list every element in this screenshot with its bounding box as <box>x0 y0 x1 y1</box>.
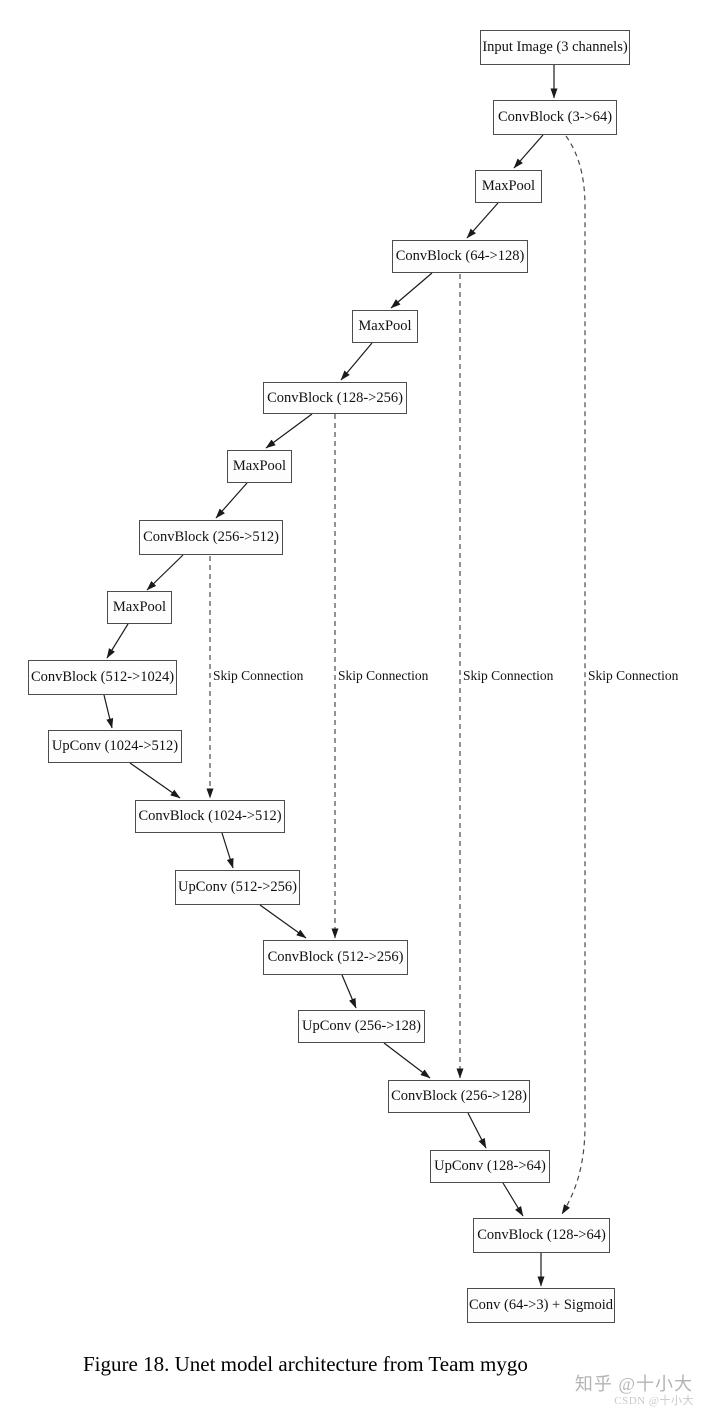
edge-conv5-up1 <box>103 694 114 729</box>
edge-dec2-up3 <box>341 974 357 1009</box>
node-upconv-512-256: UpConv (512->256) <box>175 870 300 905</box>
skip-connection-label-3: Skip Connection <box>463 668 554 683</box>
skip-connection-label-1: Skip Connection <box>213 668 304 683</box>
node-input-image: Input Image (3 channels) <box>480 30 630 65</box>
node-convblock-1024-512: ConvBlock (1024->512) <box>135 800 285 833</box>
node-upconv-1024-512: UpConv (1024->512) <box>48 730 182 763</box>
edge-pool4-conv5 <box>106 623 129 659</box>
skip-edge-conv1-dec4 <box>561 135 586 1215</box>
edge-pool3-conv4 <box>215 482 248 519</box>
edge-up2-dec2 <box>259 904 307 939</box>
edge-conv1-pool1 <box>513 134 544 169</box>
watermark-csdn: CSDN @十小大 <box>614 1395 694 1407</box>
edge-up1-dec1 <box>129 762 181 799</box>
node-convblock-128-256: ConvBlock (128->256) <box>263 382 407 414</box>
edge-conv4-pool4 <box>146 554 184 591</box>
node-convblock-256-512: ConvBlock (256->512) <box>139 520 283 555</box>
node-conv-64-3-sigmoid: Conv (64->3) + Sigmoid <box>467 1288 615 1323</box>
edge-conv2-pool2 <box>390 272 433 309</box>
edge-pool1-conv2 <box>466 202 499 239</box>
node-upconv-128-64: UpConv (128->64) <box>430 1150 550 1183</box>
node-maxpool-4: MaxPool <box>107 591 172 624</box>
node-convblock-64-128: ConvBlock (64->128) <box>392 240 528 273</box>
node-maxpool-3: MaxPool <box>227 450 292 483</box>
edge-conv3-pool3 <box>265 413 313 449</box>
node-maxpool-2: MaxPool <box>352 310 418 343</box>
skip-connection-label-2: Skip Connection <box>338 668 429 683</box>
edge-pool2-conv3 <box>340 342 373 381</box>
edge-up3-dec3 <box>383 1042 431 1079</box>
edge-dec3-up4 <box>467 1112 487 1149</box>
skip-connection-label-4: Skip Connection <box>588 668 679 683</box>
node-convblock-256-128: ConvBlock (256->128) <box>388 1080 530 1113</box>
node-convblock-512-256: ConvBlock (512->256) <box>263 940 408 975</box>
watermark-zhihu: 知乎 @十小大 <box>574 1374 693 1394</box>
node-convblock-3-64: ConvBlock (3->64) <box>493 100 617 135</box>
node-convblock-512-1024: ConvBlock (512->1024) <box>28 660 177 695</box>
edge-dec1-up2 <box>221 832 234 869</box>
node-upconv-256-128: UpConv (256->128) <box>298 1010 425 1043</box>
node-maxpool-1: MaxPool <box>475 170 542 203</box>
edge-up4-dec4 <box>502 1182 524 1217</box>
figure-caption: Figure 18. Unet model architecture from … <box>83 1352 528 1376</box>
node-convblock-128-64: ConvBlock (128->64) <box>473 1218 610 1253</box>
